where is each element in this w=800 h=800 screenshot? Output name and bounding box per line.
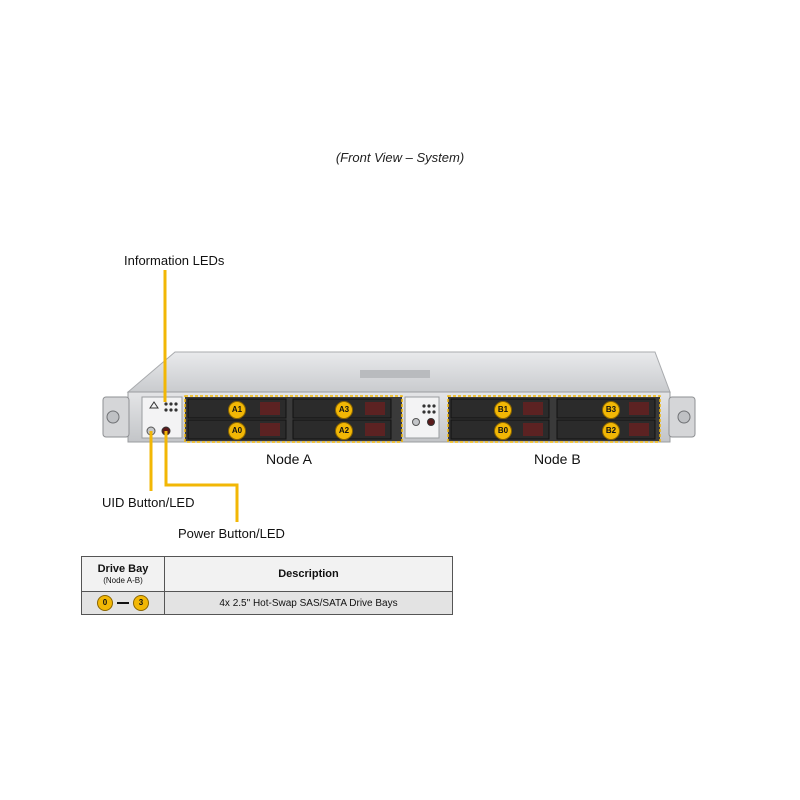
node-a-drives: [187, 398, 392, 440]
drive-bay-header-title: Drive Bay: [97, 563, 149, 575]
left-rack-ear: [102, 396, 130, 438]
bay-b1-badge: B1: [494, 401, 512, 419]
bay-b2-badge: B2: [602, 422, 620, 440]
table-header-row: Drive Bay (Node A-B) Description: [81, 556, 453, 592]
node-a-control-panel: [141, 396, 183, 439]
callout-lines: [149, 270, 239, 522]
node-b-label: Node B: [534, 451, 581, 467]
right-rack-ear: [668, 396, 696, 438]
bay-to-badge: 3: [133, 595, 149, 611]
bay-a1-badge: A1: [228, 401, 246, 419]
bay-a3-badge: A3: [335, 401, 353, 419]
description-cell: 4x 2.5" Hot-Swap SAS/SATA Drive Bays: [164, 591, 453, 615]
node-b-control-panel: [404, 396, 440, 439]
bay-b3-badge: B3: [602, 401, 620, 419]
bay-a2-badge: A2: [335, 422, 353, 440]
range-dash: [117, 602, 129, 604]
drive-bay-header: Drive Bay (Node A-B): [81, 556, 165, 592]
bay-from-badge: 0: [97, 595, 113, 611]
information-leds-label: Information LEDs: [124, 253, 225, 268]
figure-caption: (Front View – System): [335, 150, 465, 165]
bay-b0-badge: B0: [494, 422, 512, 440]
uid-button-label: UID Button/LED: [102, 495, 195, 510]
node-a-label: Node A: [266, 451, 312, 467]
description-header: Description: [164, 556, 453, 592]
drive-bay-header-sub: (Node A-B): [103, 576, 143, 585]
drive-bay-highlights: [184, 395, 661, 443]
power-button-label: Power Button/LED: [178, 526, 285, 541]
bay-a0-badge: A0: [228, 422, 246, 440]
